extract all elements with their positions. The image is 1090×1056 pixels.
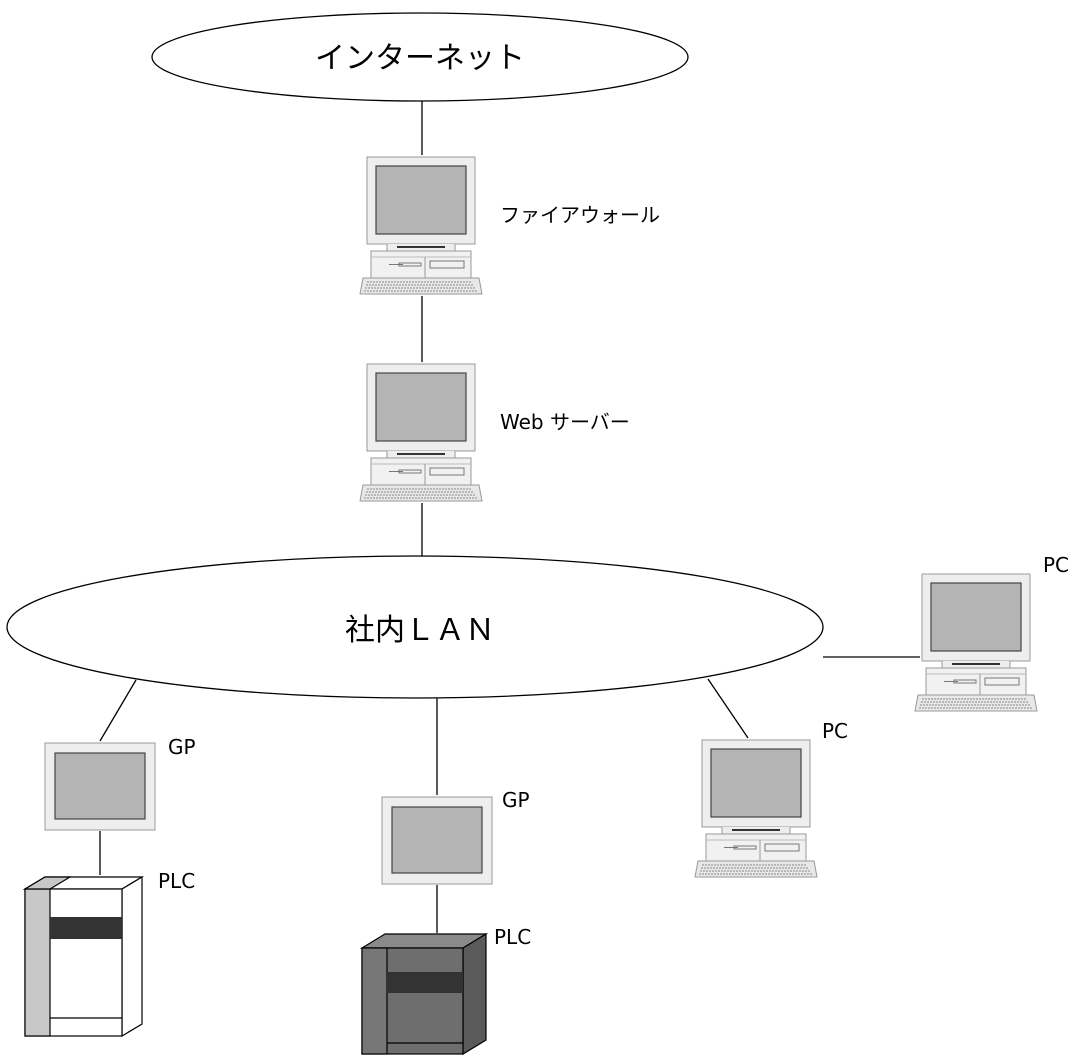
lan-label: 社内ＬＡＮ [345,613,495,648]
firewall-label: ファイアウォール [500,203,660,227]
plc-middle-icon [359,932,489,1056]
plc-left-icon [22,875,145,1038]
firewall-pc-icon [359,156,483,295]
internet-cloud: インターネット [151,12,689,102]
web-server-label: Web サーバー [500,410,630,434]
pc-right-icon [914,573,1038,712]
plc-left-label: PLC [158,869,195,893]
gp-middle-icon [381,796,493,885]
pc-middle-label: PC [822,719,848,743]
web-server-pc-icon [359,363,483,502]
plc-middle-label: PLC [494,925,531,949]
lan-cloud: 社内ＬＡＮ [6,555,824,699]
pc-middle-icon [694,739,818,878]
internet-label: インターネット [315,41,525,76]
pc-right-label: PC [1043,553,1069,577]
gp-left-icon [44,742,156,831]
gp-middle-label: GP [502,788,530,812]
link-lan-gp-left [99,679,137,742]
link-lan-pc-middle [707,678,749,739]
gp-left-label: GP [168,735,196,759]
